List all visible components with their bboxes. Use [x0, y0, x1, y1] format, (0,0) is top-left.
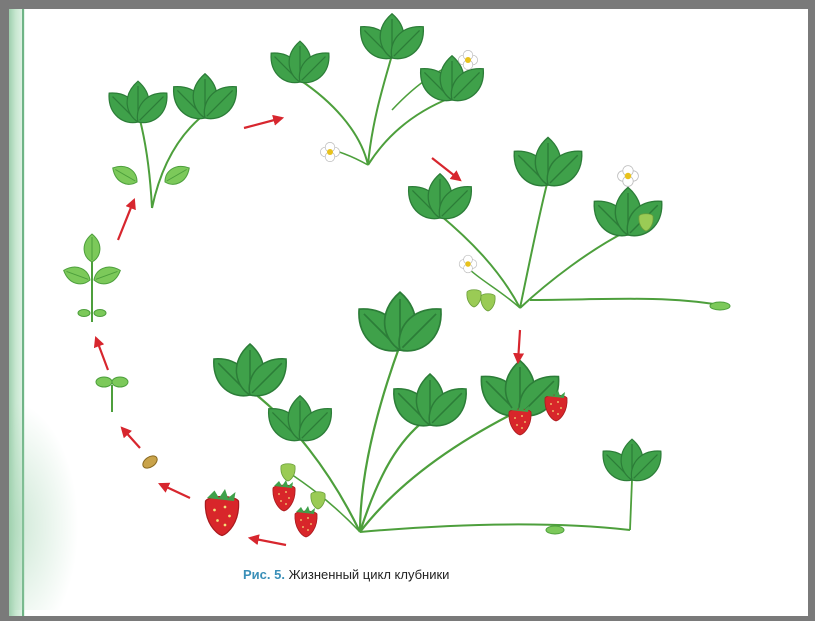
stage-flowering-plant — [263, 14, 491, 165]
stage-ripe-berry — [205, 489, 238, 536]
stage-young-plant — [101, 74, 244, 208]
arrow-sprout-to-seedling — [96, 338, 108, 370]
stage-seedling — [61, 234, 123, 322]
stage-mature-plant-with-runner — [204, 292, 668, 537]
arrow-seed-to-sprout — [122, 428, 140, 448]
arrow-young-to-flowering — [244, 118, 282, 128]
figure-label: Рис. 5. — [243, 567, 285, 582]
figure-caption-text: Жизненный цикл клубники — [289, 567, 450, 582]
arrow-green-fruit-to-mature — [518, 330, 520, 362]
stage-sprout — [96, 377, 128, 412]
arrow-berry-to-seed — [160, 484, 190, 498]
arrow-seedling-to-young-plant — [118, 200, 134, 240]
stage-plant-with-green-fruit — [400, 137, 730, 311]
figure-caption: Рис. 5. Жизненный цикл клубники — [243, 567, 449, 582]
arrow-mature-to-berry — [250, 538, 286, 545]
stage-seed — [141, 453, 160, 470]
